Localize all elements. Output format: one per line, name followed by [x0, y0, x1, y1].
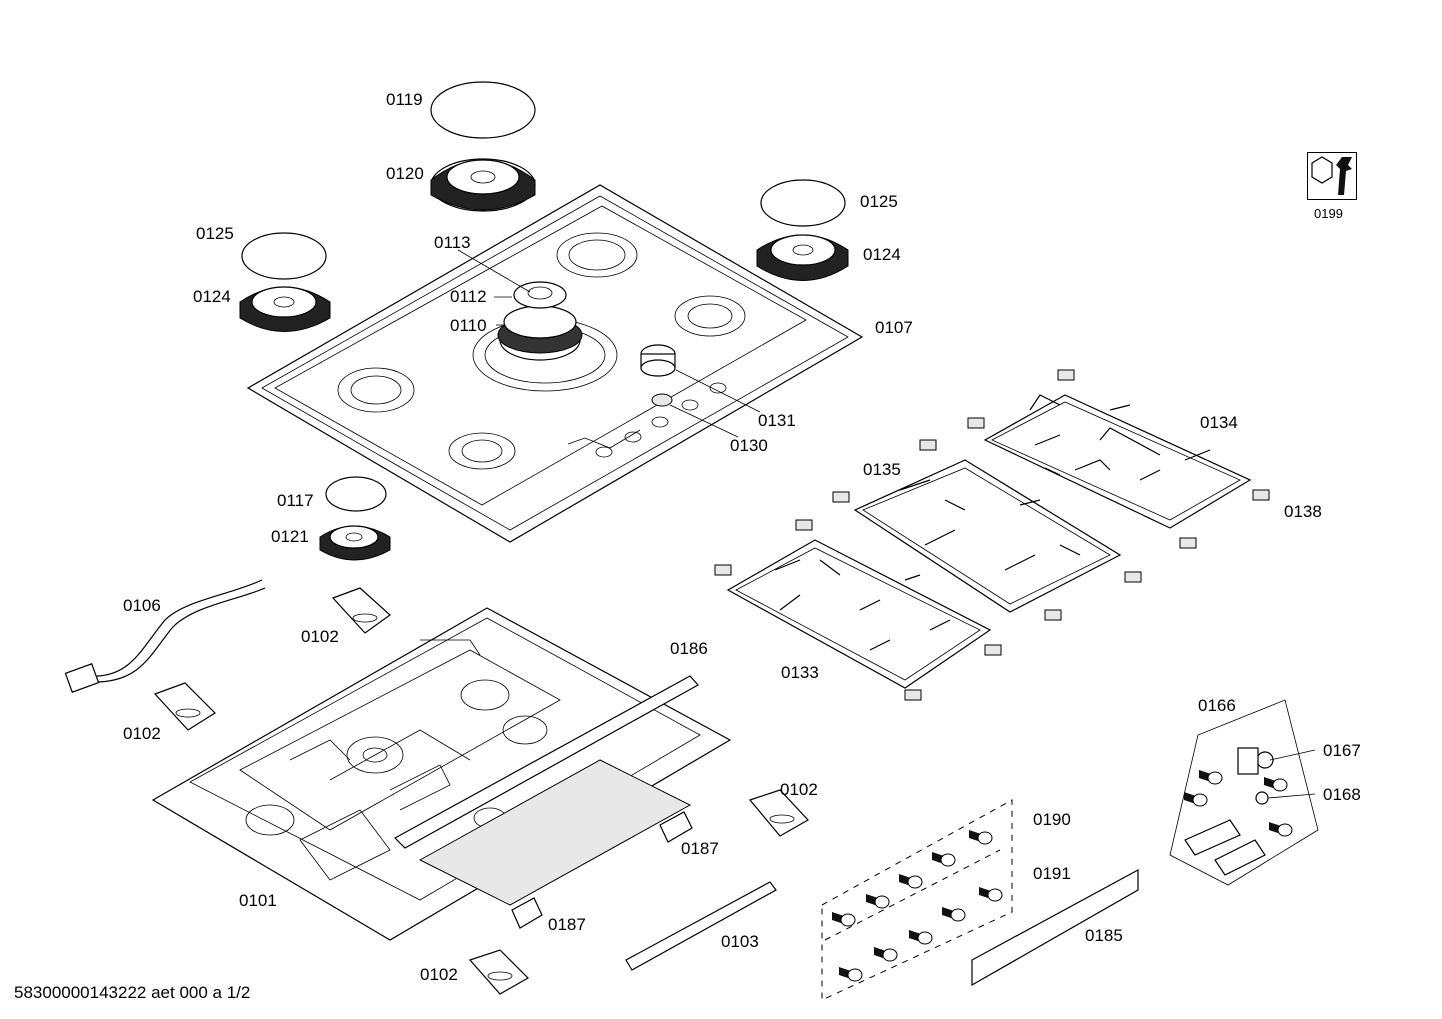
label-0102-d: 0102 [420, 965, 458, 984]
label-0191: 0191 [1033, 864, 1071, 883]
label-0113: 0113 [434, 233, 471, 252]
label-0134: 0134 [1200, 413, 1238, 432]
screw-icon [839, 967, 863, 982]
label-0131: 0131 [758, 411, 796, 430]
wok-burner-assembly [497, 281, 583, 361]
label-0112: 0112 [450, 287, 487, 306]
wrench-icon [1307, 152, 1357, 200]
strip-0185 [971, 868, 1139, 987]
label-0124-right: 0124 [863, 245, 901, 264]
label-0186: 0186 [670, 639, 708, 658]
label-0187-b: 0187 [548, 915, 586, 934]
burner-cap-0117 [325, 476, 387, 512]
label-0121: 0121 [271, 527, 309, 546]
label-0125-left: 0125 [196, 224, 234, 243]
tool-icon-label: 0199 [1314, 206, 1343, 221]
screw-icon [1199, 770, 1223, 785]
screw-icon [899, 874, 923, 889]
clip-0102-d [468, 949, 529, 995]
label-0138: 0138 [1284, 502, 1322, 521]
rail-0186 [394, 675, 699, 849]
label-0124-left: 0124 [193, 287, 231, 306]
burner-0120 [430, 158, 536, 212]
label-0120: 0120 [386, 164, 424, 183]
screw-icon [979, 887, 1003, 902]
screw-icon [932, 852, 956, 867]
pan-support-0134 [967, 369, 1270, 549]
screw-set [821, 799, 1013, 1001]
screw-icon [866, 894, 890, 909]
clip-0102-a [331, 587, 391, 634]
label-0101: 0101 [239, 891, 277, 910]
strip-0103 [625, 881, 777, 971]
clip-0187-b [511, 897, 543, 929]
screw-icon [1264, 777, 1288, 792]
burner-0124-left [239, 286, 331, 332]
fitting-set-0166 [1169, 699, 1319, 886]
clip-0102-b [153, 682, 216, 731]
label-0103: 0103 [721, 932, 759, 951]
label-0190: 0190 [1033, 810, 1071, 829]
clip-0187-a [659, 811, 693, 843]
screw-icon [832, 912, 856, 927]
screw-icon [942, 907, 966, 922]
label-0167: 0167 [1323, 741, 1361, 760]
screw-icon [874, 947, 898, 962]
leader-lines-top [457, 249, 761, 438]
pan-support-0133 [714, 519, 1002, 701]
label-0117: 0117 [277, 491, 314, 510]
label-0119: 0119 [386, 90, 423, 109]
label-0102-a: 0102 [301, 627, 339, 646]
cable-0106 [64, 579, 266, 693]
label-0107: 0107 [875, 318, 913, 337]
label-0187-a: 0187 [681, 839, 719, 858]
label-0110: 0110 [450, 316, 487, 335]
burner-cap-0125-right [760, 179, 846, 227]
label-0168: 0168 [1323, 785, 1361, 804]
burner-cap-0119 [430, 81, 536, 139]
label-0102-b: 0102 [123, 724, 161, 743]
pan-support-0135 [832, 439, 1142, 621]
document-code: 58300000143222 aet 000 a 1/2 [14, 983, 251, 1002]
clip-0102-c [748, 789, 809, 837]
burner-0121 [319, 525, 391, 561]
label-0135: 0135 [863, 460, 901, 479]
label-0133: 0133 [781, 663, 819, 682]
screw-icon [1269, 822, 1293, 837]
label-0102-c: 0102 [780, 780, 818, 799]
label-0106: 0106 [123, 596, 161, 615]
screw-icon [1184, 792, 1208, 807]
label-0185: 0185 [1085, 926, 1123, 945]
label-0125-right: 0125 [860, 192, 898, 211]
label-0166: 0166 [1198, 696, 1236, 715]
label-0130: 0130 [730, 436, 768, 455]
burner-0124-right [756, 234, 849, 281]
bottom-tray-0101 [151, 607, 732, 941]
burner-cap-0125-left [241, 232, 327, 280]
screw-icon [909, 930, 933, 945]
cooktop-top-panel [246, 184, 864, 543]
screw-icon [969, 830, 993, 845]
